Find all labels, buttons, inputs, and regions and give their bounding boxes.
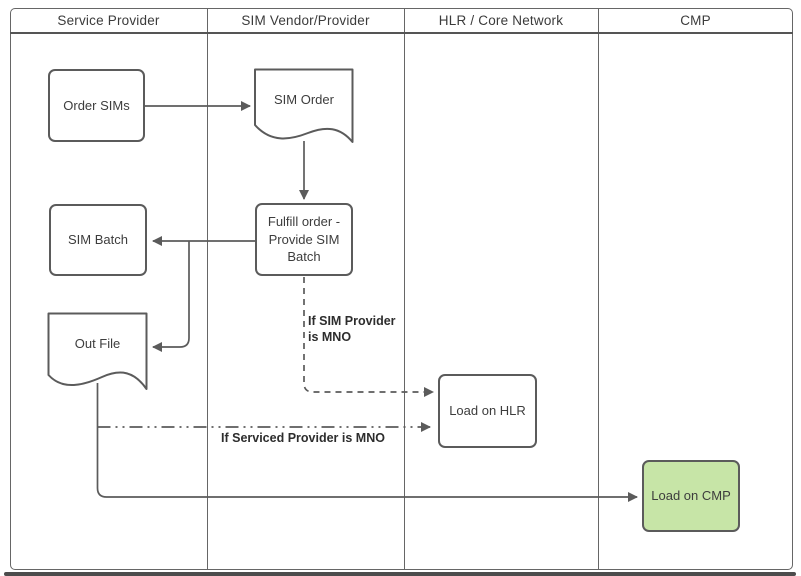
- lane-title: Service Provider: [57, 13, 160, 28]
- lane-header-sim-vendor: SIM Vendor/Provider: [207, 8, 404, 33]
- lane-divider-2: [403, 8, 405, 570]
- lane-header-divider: [10, 32, 793, 34]
- document-shape-sim-order: [254, 68, 354, 143]
- node-fulfill-order: Fulfill order - Provide SIM Batch: [255, 203, 353, 276]
- node-label: Load on CMP: [651, 488, 731, 504]
- node-label: Load on HLR: [449, 403, 526, 419]
- node-label: Fulfill order - Provide SIM Batch: [267, 214, 341, 265]
- node-label: Order SIMs: [63, 97, 130, 113]
- document-shape-out-file: [47, 312, 148, 390]
- edge-label-if-serviced-provider: If Serviced Provider is MNO: [221, 431, 385, 445]
- connector-branch-to-out-file: [152, 241, 190, 352]
- lane-divider-1: [206, 8, 208, 570]
- node-sim-batch: SIM Batch: [49, 204, 147, 276]
- lane-header-cmp: CMP: [598, 8, 793, 33]
- node-load-on-cmp: Load on CMP: [642, 460, 740, 532]
- lane-title: CMP: [680, 13, 711, 28]
- lane-title: SIM Vendor/Provider: [241, 13, 370, 28]
- node-load-on-hlr: Load on HLR: [438, 374, 537, 448]
- node-label: SIM Batch: [68, 232, 128, 248]
- lane-divider-3: [597, 8, 599, 570]
- pool-frame: [10, 8, 793, 570]
- edge-label-if-sim-provider: If SIM Provider is MNO: [308, 314, 396, 344]
- connector-out-file-to-load-on-cmp: [96, 383, 638, 502]
- lane-title: HLR / Core Network: [438, 13, 564, 28]
- connector-fulfill-order-to-load-on-hlr-dashed: [303, 277, 434, 397]
- lane-header-hlr-core-network: HLR / Core Network: [404, 8, 598, 33]
- bottom-edge-strip: [4, 572, 796, 576]
- lane-header-service-provider: Service Provider: [10, 8, 207, 33]
- node-order-sims: Order SIMs: [48, 69, 145, 142]
